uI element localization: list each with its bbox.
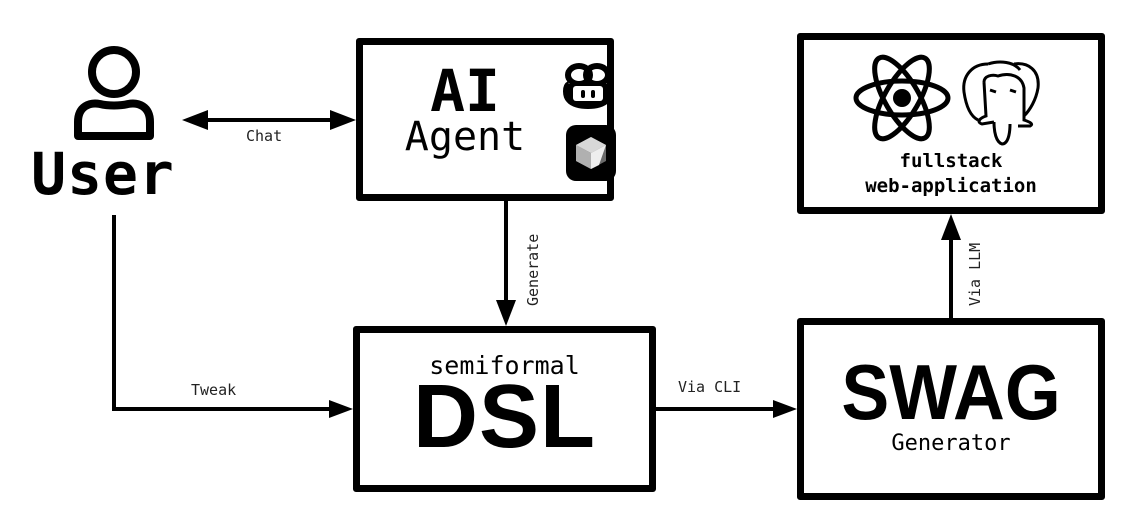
ai-agent-title: AI xyxy=(430,57,500,125)
node-dsl xyxy=(353,326,656,492)
user-icon xyxy=(74,46,154,140)
cube-app-icon xyxy=(566,125,616,181)
arrowhead-right xyxy=(329,400,353,418)
dsl-title: DSL xyxy=(413,367,596,467)
ai-agent-subtitle: Agent xyxy=(404,114,526,160)
edge-chat xyxy=(182,110,356,130)
node-swag xyxy=(797,318,1105,500)
arrowhead-right xyxy=(773,400,797,418)
edge-via-cli xyxy=(656,400,797,418)
edge-label-via-cli: Via CLI xyxy=(678,378,742,396)
fullstack-line1: fullstack xyxy=(899,150,1003,172)
fullstack-line2: web-application xyxy=(865,175,1037,197)
user-label: User xyxy=(31,140,175,208)
arrowhead-right xyxy=(330,110,356,130)
arrowhead-up xyxy=(941,214,961,240)
edge-label-generate: Generate xyxy=(524,233,542,306)
fullstack-title: fullstack web-application xyxy=(797,149,1105,199)
postgresql-icon xyxy=(962,60,1040,146)
swag-subtitle: Generator xyxy=(891,431,1011,456)
swag-title: SWAG xyxy=(841,348,1061,436)
arrowhead-down xyxy=(496,300,516,326)
react-icon xyxy=(853,54,951,142)
node-fullstack xyxy=(797,33,1105,214)
edge-label-via-llm: Via LLM xyxy=(966,242,984,306)
edge-generate xyxy=(496,200,516,326)
copilot-icon xyxy=(563,63,613,109)
dsl-subtitle: semiformal xyxy=(429,351,580,380)
edge-tweak xyxy=(112,215,353,418)
edge-via-llm xyxy=(941,214,961,318)
edge-label-chat: Chat xyxy=(246,127,283,145)
edge-label-tweak: Tweak xyxy=(191,381,237,399)
arrowhead-left xyxy=(182,110,208,130)
